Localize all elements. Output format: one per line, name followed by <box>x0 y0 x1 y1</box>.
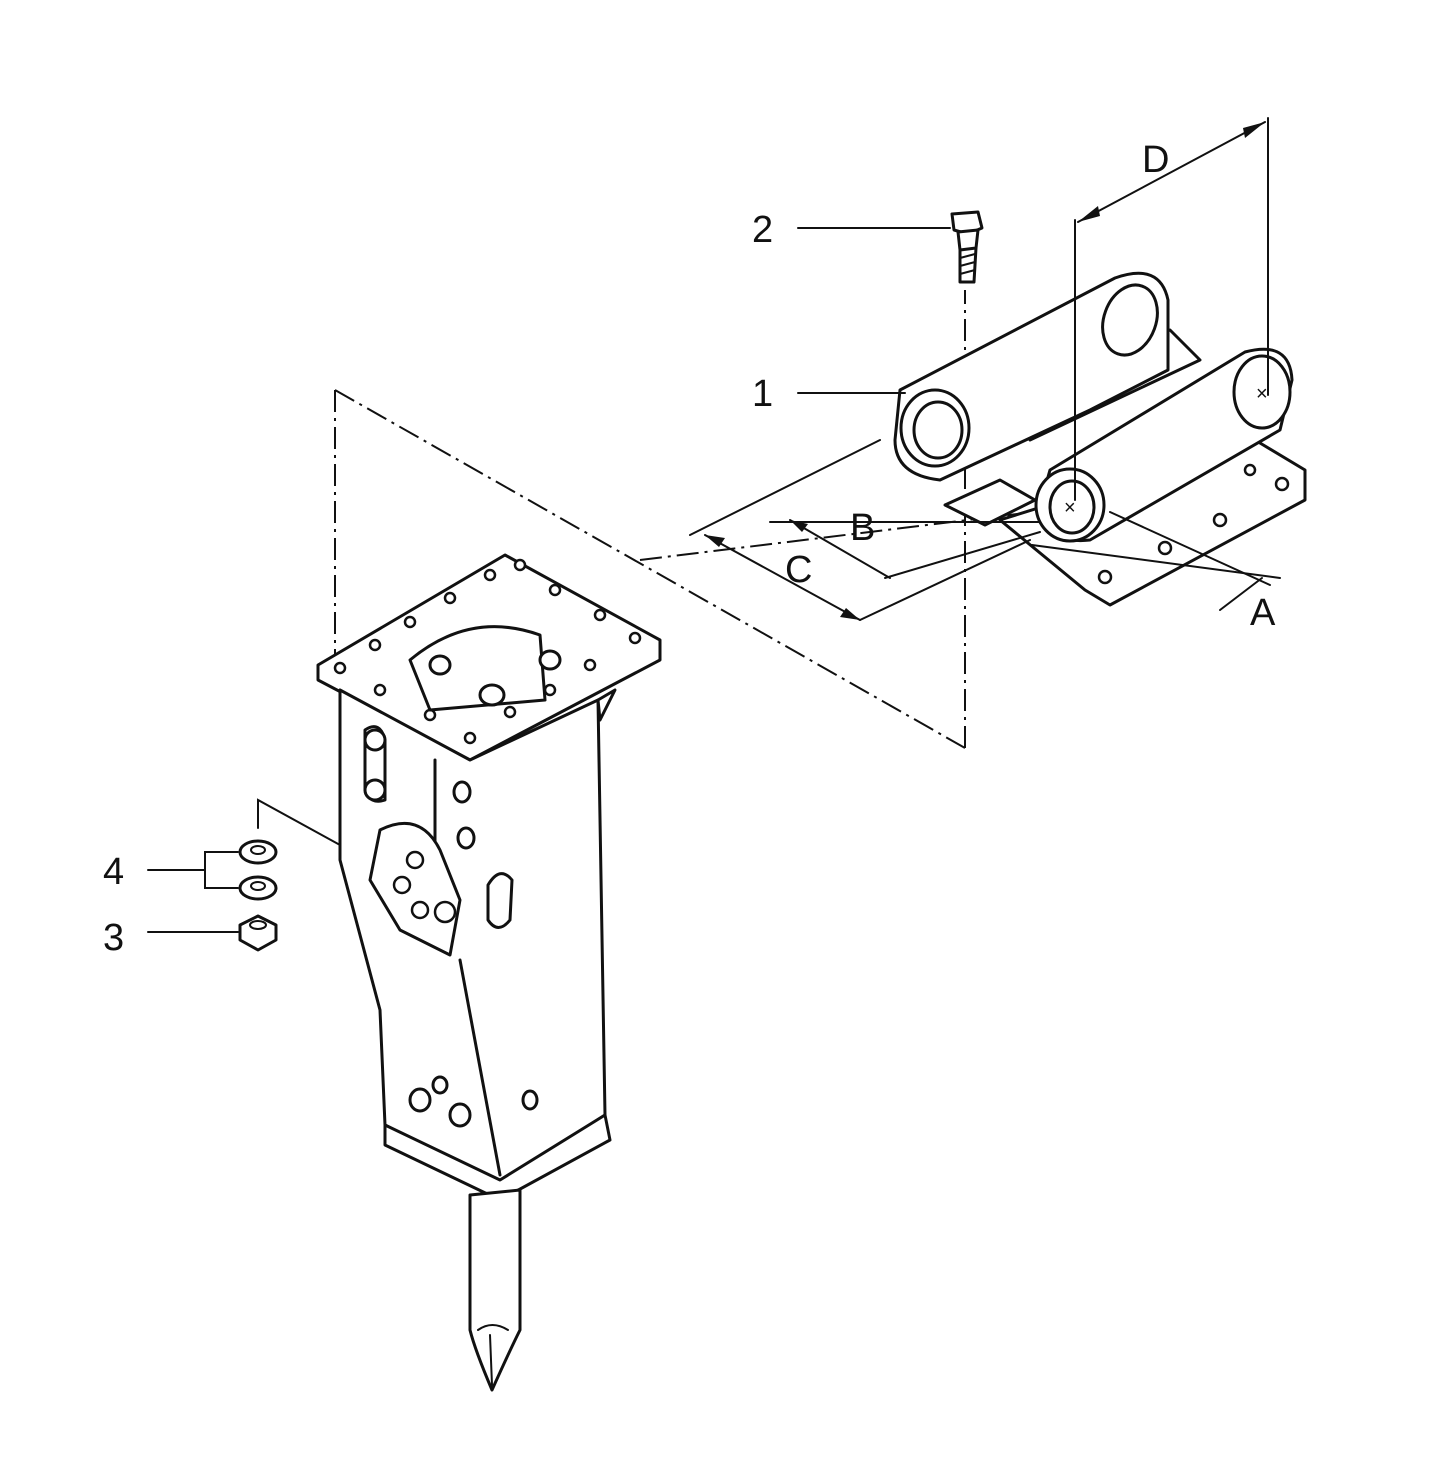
dimension-label-d: D <box>1142 139 1169 181</box>
callout-label-1: 1 <box>752 373 773 415</box>
dimension-label-c: C <box>785 549 812 591</box>
nut-part <box>238 914 278 952</box>
dimension-label-b: B <box>850 507 875 549</box>
hydraulic-breaker-body <box>316 553 662 1392</box>
mounting-bracket-part: × × <box>893 271 1307 607</box>
washers-part <box>238 839 278 901</box>
callout-label-2: 2 <box>752 209 773 251</box>
callout-label-3: 3 <box>103 917 124 959</box>
svg-text:×: × <box>1064 497 1076 519</box>
dimension-label-a: A <box>1250 592 1276 634</box>
bolt-part <box>950 210 984 284</box>
callout-label-4: 4 <box>103 851 124 893</box>
leader-lines <box>147 227 951 933</box>
hose-fittings <box>363 725 462 957</box>
svg-text:×: × <box>1256 383 1268 405</box>
dimension-lines <box>689 117 1281 621</box>
chisel-tool <box>468 1188 522 1392</box>
